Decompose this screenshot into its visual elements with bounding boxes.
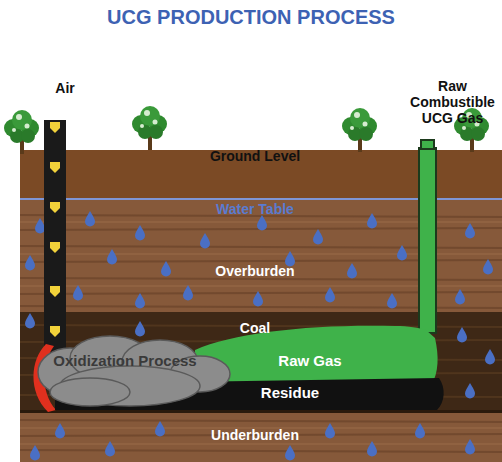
layer-label: Underburden (170, 427, 340, 443)
node-shape (30, 332, 240, 408)
pipe-label: Air (40, 80, 90, 96)
node-text: Residue (240, 384, 340, 401)
pipe-label: Raw Combustible UCG Gas (405, 78, 500, 126)
node-text: Oxidization Process (50, 352, 200, 369)
diagram-title: UCG PRODUCTION PROCESS (0, 6, 502, 29)
oxidization-cloud: Oxidization Process (30, 332, 240, 408)
shape-part (50, 378, 130, 406)
layer-label: Overburden (170, 263, 340, 279)
layer-label: Water Table (170, 201, 340, 217)
node-text: Raw Gas (265, 352, 355, 369)
layer-label: Ground Level (170, 148, 340, 164)
layer-label: Coal (210, 320, 300, 336)
shape-part (55, 378, 444, 410)
